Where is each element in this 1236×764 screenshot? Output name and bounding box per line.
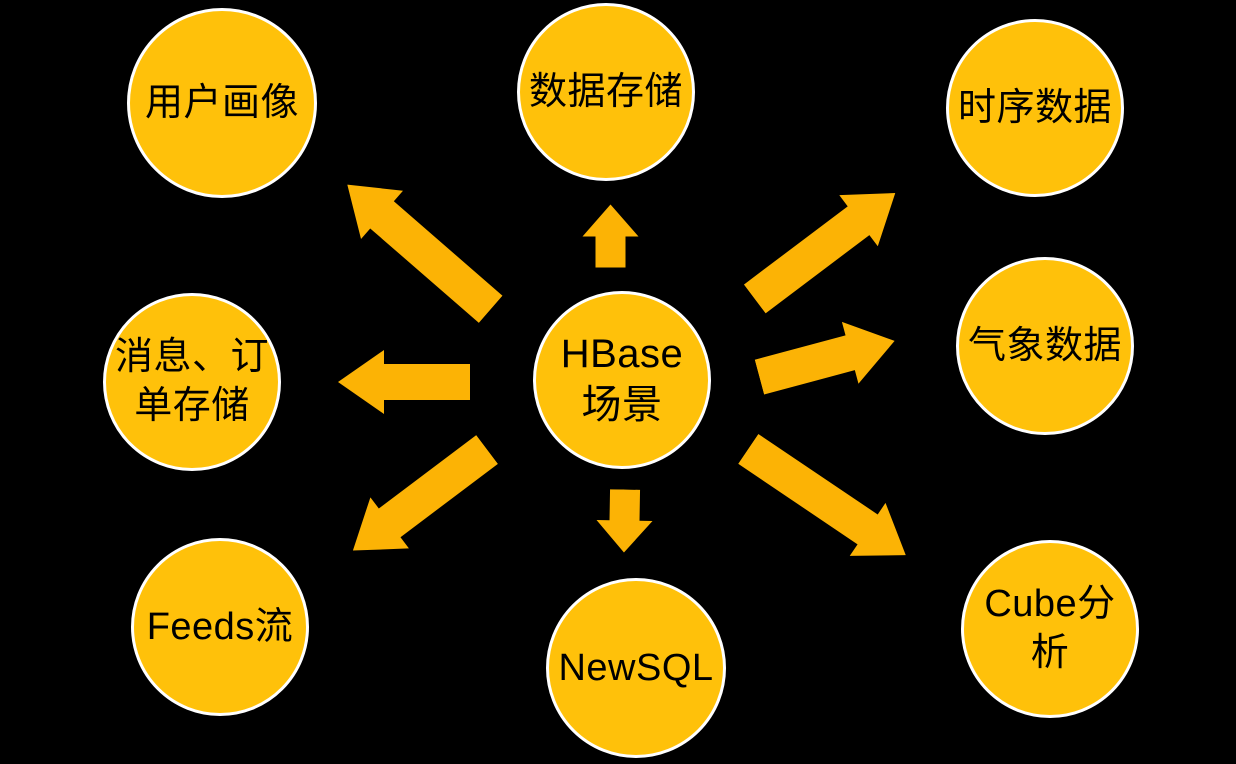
arrow-to-cube-analysis-icon: [738, 433, 906, 556]
node-newsql-label: NewSQL: [558, 646, 714, 689]
node-time-series: 时序数据: [946, 19, 1124, 197]
arrow-to-message-order-icon: [338, 350, 470, 414]
arrow-to-weather-data-icon: [754, 321, 895, 395]
arrow-to-newsql-icon: [596, 489, 653, 553]
arrow-to-time-series-icon: [743, 193, 896, 314]
node-data-storage-label: 数据存储: [528, 70, 683, 113]
node-message-order-storage-label: 消息、订 单存储: [114, 336, 269, 427]
node-message-order-storage: 消息、订 单存储: [103, 293, 281, 471]
arrow-to-data-storage-icon: [582, 204, 639, 268]
arrow-to-user-profile-icon: [347, 184, 503, 323]
node-weather-data: 气象数据: [956, 257, 1134, 435]
node-cube-analysis: Cube分 析: [961, 540, 1139, 718]
node-data-storage: 数据存储: [517, 3, 695, 181]
node-hbase-scenarios: HBase 场景: [533, 291, 711, 469]
node-weather-data-label: 气象数据: [967, 324, 1122, 367]
node-user-profile: 用户画像: [127, 8, 317, 198]
node-user-profile-label: 用户画像: [144, 81, 299, 124]
node-feeds-stream: Feeds流: [131, 538, 309, 716]
arrow-to-feeds-stream-icon: [352, 435, 498, 551]
node-time-series-label: 时序数据: [957, 86, 1112, 129]
node-cube-analysis-label: Cube分 析: [984, 583, 1116, 674]
node-newsql: NewSQL: [546, 578, 726, 758]
node-feeds-stream-label: Feeds流: [146, 605, 294, 648]
node-hbase-scenarios-label: HBase 场景: [560, 331, 684, 427]
